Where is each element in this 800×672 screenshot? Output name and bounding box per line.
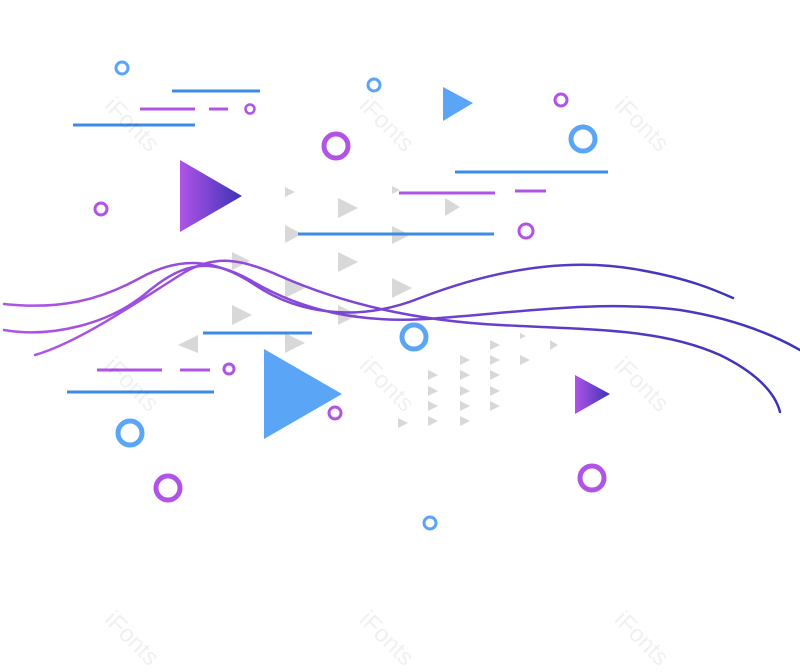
wave-line [2,264,800,352]
ring-icon [222,362,236,376]
gradient-triangles [180,160,610,414]
blue-triangles [264,87,473,439]
wave-lines [2,259,800,414]
purple-dash-lines [97,107,546,372]
triangle-icon [443,87,473,121]
blue-lines [67,89,608,394]
wave-line [33,259,782,414]
ring-icon [327,405,343,421]
blue-rings [114,60,598,531]
triangle-icon [264,349,342,439]
ring-icon [153,473,183,503]
ring-icon [93,201,109,217]
ring-icon [577,463,607,493]
ring-icon [517,222,535,240]
purple-rings [93,92,607,503]
gradient-triangle-icon [180,160,242,232]
grey-triangle-pattern-lower [398,333,558,428]
ring-icon [366,77,382,93]
ring-icon [422,515,438,531]
gradient-triangle-icon [575,375,610,414]
ring-icon [568,124,598,154]
ring-icon [553,92,569,108]
wave-line [2,261,735,314]
ring-icon [244,103,256,115]
ring-icon [114,60,130,76]
decorative-canvas [2,60,800,531]
ring-icon [399,322,429,352]
ring-icon [115,418,145,448]
ring-icon [321,131,351,161]
